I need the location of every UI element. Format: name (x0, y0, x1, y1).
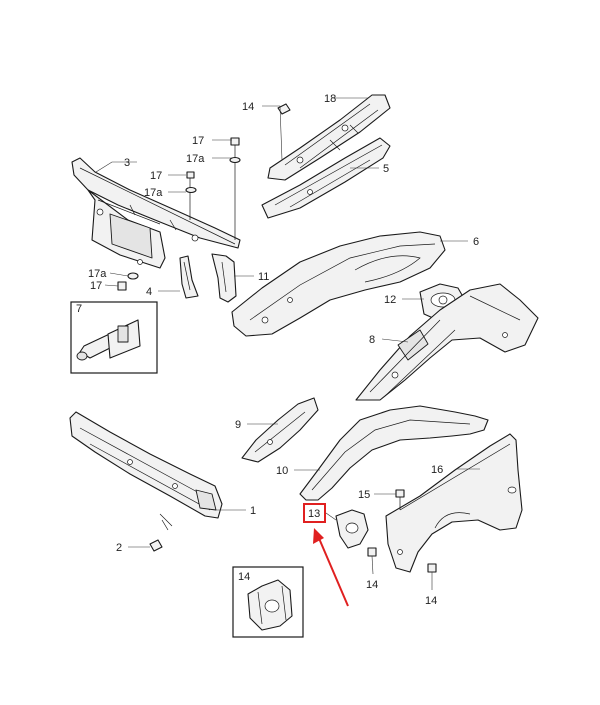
clip-14-right (427, 563, 437, 573)
part-9-panel (241, 397, 319, 463)
label-14-top: 14 (242, 101, 254, 113)
clip-14-middle (367, 547, 377, 557)
label-8: 8 (369, 334, 375, 346)
fastener-17-mid (185, 171, 197, 220)
label-7: 7 (76, 303, 82, 315)
fastener-15-bolt (395, 489, 405, 510)
part-10-wheel-arch-rail (299, 405, 489, 501)
fastener-17-upper (229, 137, 241, 240)
red-arrow (317, 535, 349, 607)
leader-lines (95, 97, 480, 590)
label-2: 2 (116, 542, 122, 554)
label-9: 9 (235, 419, 241, 431)
part-18-upper-rail (267, 94, 391, 181)
label-6: 6 (473, 236, 479, 248)
label-14-right: 14 (425, 595, 437, 607)
label-13: 13 (308, 508, 320, 520)
clip-14-top (277, 103, 291, 115)
part-11-bracket (211, 253, 237, 303)
label-17a-c: 17a (88, 268, 107, 280)
label-17-b: 17 (150, 170, 162, 182)
bolt-2 (149, 513, 173, 552)
part-13-bracket (335, 509, 369, 549)
label-16: 16 (431, 464, 443, 476)
highlight-marker (303, 503, 349, 607)
label-10: 10 (276, 465, 288, 477)
label-5: 5 (383, 163, 389, 175)
part-16-front-fender (385, 433, 523, 573)
label-12: 12 (384, 294, 396, 306)
label-1: 1 (250, 505, 256, 517)
part-4-bracket (179, 255, 199, 299)
red-arrowhead (313, 528, 324, 544)
fastener-17-lower (117, 272, 139, 291)
label-18: 18 (324, 93, 336, 105)
inset-box-7 (70, 301, 158, 374)
label-11: 11 (258, 271, 269, 283)
label-17-a: 17 (192, 135, 204, 147)
label-4: 4 (146, 286, 152, 298)
part-labels: 18 14 17 17a 3 17 17a 5 6 17a 17 4 11 12… (76, 93, 479, 607)
label-3: 3 (124, 157, 130, 169)
label-15: 15 (358, 489, 370, 501)
label-14-inset: 14 (238, 571, 250, 583)
part-8-inner-fender (355, 283, 539, 401)
part-1-bumper-beam (69, 411, 223, 519)
label-14-mid: 14 (366, 579, 378, 591)
label-17a-a: 17a (186, 153, 205, 165)
part-6-wheel-arch-apron (231, 231, 446, 337)
inset-box-14 (232, 566, 304, 638)
label-17-c: 17 (90, 280, 102, 292)
part-5-lower-rail (261, 137, 391, 219)
label-17a-b: 17a (144, 187, 163, 199)
part-3-radiator-support (71, 157, 241, 269)
highlight-box-13 (303, 503, 326, 523)
